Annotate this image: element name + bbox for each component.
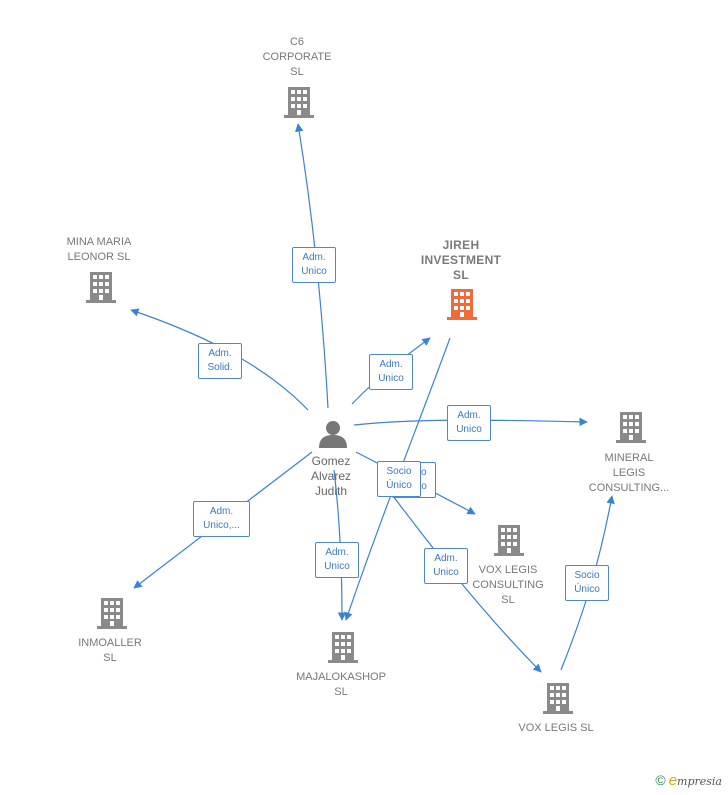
node-label-mina[interactable]: MINA MARIA LEONOR SL (66, 236, 132, 263)
building-icon-jireh[interactable] (447, 289, 477, 320)
edge-label-mina[interactable]: Adm. Solid. (198, 343, 242, 379)
building-icon-majalok[interactable] (328, 632, 358, 663)
person-icon[interactable] (319, 421, 347, 448)
node-label-jireh[interactable]: JIREH INVESTMENT SL (420, 238, 502, 282)
building-icon-mineral[interactable] (616, 412, 646, 443)
node-label-inmoaller[interactable]: INMOALLER SL (78, 637, 142, 664)
building-icon-mina[interactable] (86, 272, 116, 303)
building-icon-voxcons[interactable] (494, 525, 524, 556)
node-label-mineral[interactable]: MINERAL LEGIS CONSULTING... (588, 452, 670, 494)
node-label-voxcons[interactable]: VOX LEGIS CONSULTING SL (472, 564, 544, 606)
node-label-c6[interactable]: C6 CORPORATE SL (262, 36, 332, 78)
edge-label-socio-front[interactable]: Socio Único (377, 461, 421, 497)
brand-logo-initial: e (668, 772, 678, 789)
edge-label-jireh[interactable]: Adm. Unico (369, 354, 413, 390)
edge-label-voxlegis-mineral[interactable]: Socio Único (565, 565, 609, 601)
person-label[interactable]: Gomez Alvarez Judith (310, 454, 351, 498)
node-label-majalok[interactable]: MAJALOKASHOP SL (296, 671, 386, 698)
edge-label-majalok[interactable]: Adm. Unico (315, 542, 359, 578)
building-icon-c6[interactable] (284, 87, 314, 118)
building-icon-inmoaller[interactable] (97, 598, 127, 629)
edge-label-voxlegis[interactable]: Adm. Unico (424, 548, 468, 584)
edge-label-mineral[interactable]: Adm. Unico (447, 405, 491, 441)
edge-label-c6[interactable]: Adm. Unico (292, 247, 336, 283)
brand-logo-text: mpresia (677, 775, 722, 788)
node-label-voxlegis[interactable]: VOX LEGIS SL (518, 722, 594, 734)
building-icon-voxlegis[interactable] (543, 683, 573, 714)
copyright-icon: © (655, 772, 666, 788)
footer-brand[interactable]: ©empresia (655, 772, 722, 789)
edge-label-inmoaller[interactable]: Adm. Unico,... (193, 501, 250, 537)
